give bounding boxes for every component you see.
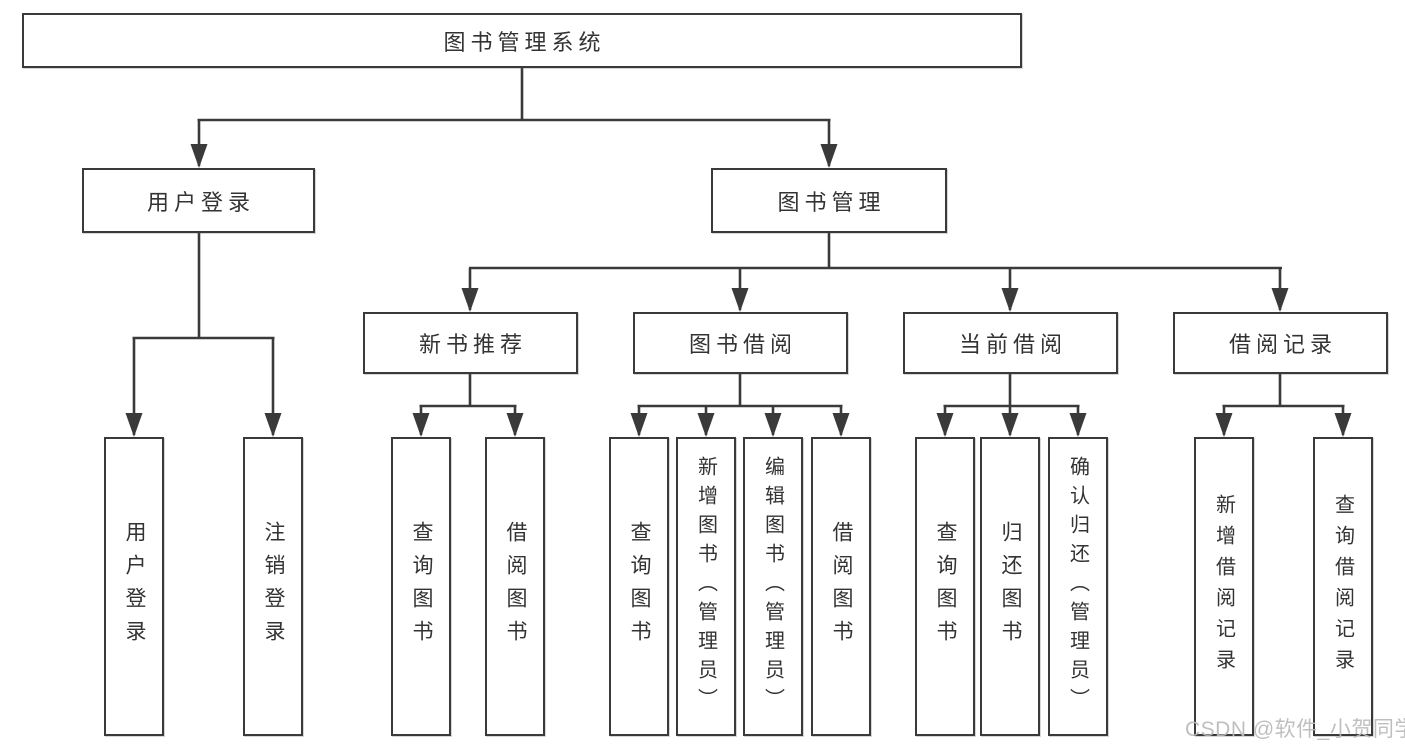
node-label: 图书管理系统: [443, 29, 606, 55]
node-new-book-recommend: 新书推荐: [363, 312, 578, 374]
leaf-borrow-books-recommend: 借阅图书: [485, 437, 545, 736]
node-label: 借阅图书: [830, 520, 853, 653]
leaf-confirm-return-admin: 确认归还（管理员）: [1048, 437, 1108, 736]
leaf-add-borrow-record: 新增借阅记录: [1194, 437, 1254, 736]
node-label: 借阅记录: [1228, 332, 1337, 357]
node-label: 查询图书: [628, 520, 651, 653]
leaf-query-books-borrow: 查询图书: [609, 437, 669, 736]
node-label: 当前借阅: [958, 332, 1067, 357]
node-label: 用户登录: [123, 520, 146, 653]
node-label: 查询图书: [410, 520, 433, 653]
node-borrow-records: 借阅记录: [1173, 312, 1388, 374]
node-label: 查询图书: [934, 520, 957, 653]
node-label: 图书管理: [777, 189, 886, 215]
node-label: 新增借阅记录: [1212, 493, 1235, 680]
node-label: 编辑图书（管理员）: [761, 456, 784, 717]
node-label: 确认归还（管理员）: [1066, 456, 1089, 717]
leaf-logout: 注销登录: [243, 437, 303, 736]
node-label: 新书推荐: [418, 332, 527, 357]
node-label: 借阅图书: [504, 520, 527, 653]
node-label: 图书借阅: [688, 332, 797, 357]
leaf-user-login: 用户登录: [104, 437, 164, 736]
node-label: 新增图书（管理员）: [694, 456, 717, 717]
node-root-system: 图书管理系统: [22, 13, 1022, 68]
node-book-management-branch: 图书管理: [711, 168, 947, 233]
node-user-login-branch: 用户登录: [82, 168, 315, 233]
leaf-query-books-recommend: 查询图书: [391, 437, 451, 736]
node-label: 注销登录: [262, 520, 285, 653]
leaf-query-books-current: 查询图书: [915, 437, 975, 736]
node-book-borrow: 图书借阅: [633, 312, 848, 374]
leaf-query-borrow-record: 查询借阅记录: [1313, 437, 1373, 736]
leaf-edit-books-admin: 编辑图书（管理员）: [743, 437, 803, 736]
leaf-add-books-admin: 新增图书（管理员）: [676, 437, 736, 736]
leaf-return-books: 归还图书: [980, 437, 1040, 736]
csdn-watermark: CSDN @软件_小贺同学: [1185, 718, 1405, 741]
node-label: 用户登录: [146, 189, 255, 215]
node-label: 查询借阅记录: [1331, 493, 1354, 680]
leaf-borrow-books: 借阅图书: [811, 437, 871, 736]
node-current-borrow: 当前借阅: [903, 312, 1118, 374]
node-label: 归还图书: [999, 520, 1022, 653]
